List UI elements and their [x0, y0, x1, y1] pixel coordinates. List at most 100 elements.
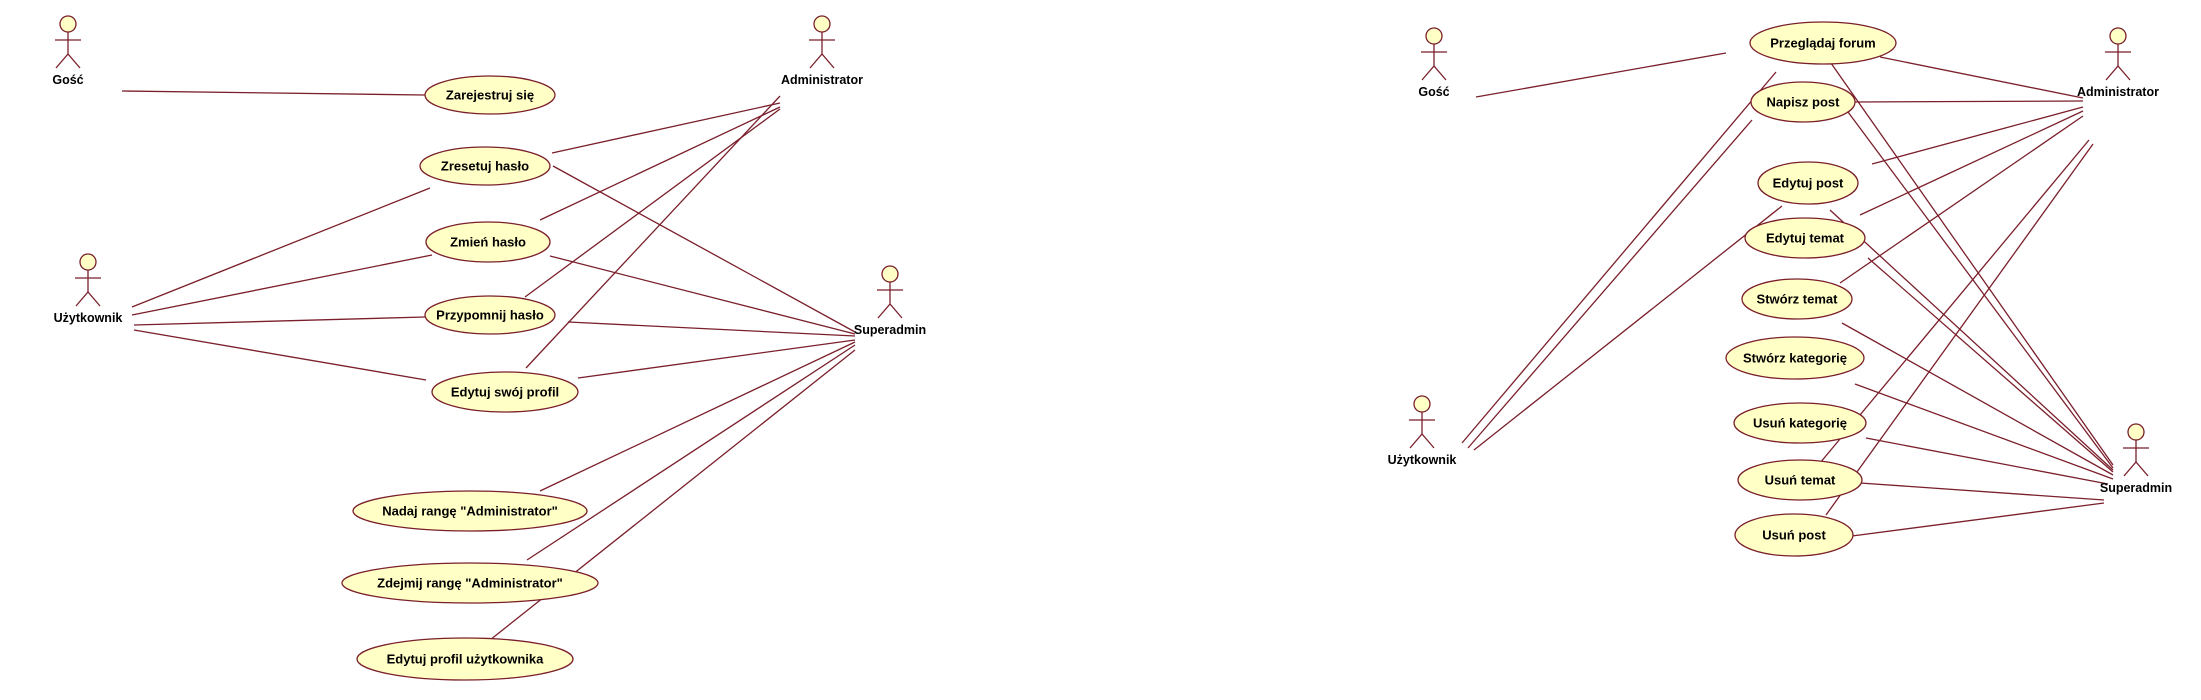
- use-case-edytuj-post[interactable]: Edytuj post: [1757, 161, 1859, 205]
- use-case-label: Edytuj swój profil: [451, 384, 559, 399]
- actor-body: [1409, 412, 1435, 449]
- actor-gosc[interactable]: Gość: [52, 15, 84, 87]
- association-line: [131, 187, 431, 308]
- actor-label: Superadmin: [2100, 481, 2172, 495]
- association-line: [525, 95, 781, 369]
- association-line: [1871, 106, 2084, 165]
- actor-body: [2123, 440, 2149, 477]
- association-line: [1859, 482, 2105, 501]
- association-line: [1851, 502, 2105, 537]
- use-case-ellipse[interactable]: [1737, 459, 1863, 501]
- actor-label: Gość: [52, 73, 83, 87]
- use-case-ellipse[interactable]: [1725, 336, 1865, 380]
- use-case-zmien-haslo[interactable]: Zmień hasło: [425, 221, 551, 263]
- association-line: [539, 106, 781, 221]
- association-line: [577, 339, 856, 379]
- association-line: [1841, 322, 2114, 476]
- actor-superadmin[interactable]: Superadmin: [854, 265, 926, 337]
- actor-body: [877, 282, 903, 319]
- use-case-ellipse[interactable]: [431, 371, 579, 413]
- use-case-ellipse[interactable]: [352, 490, 588, 532]
- use-case-ellipse[interactable]: [1757, 161, 1859, 205]
- actor-label: Administrator: [2077, 85, 2159, 99]
- use-case-ellipse[interactable]: [1734, 513, 1854, 557]
- use-case-usun-kategorie[interactable]: Usuń kategorię: [1733, 402, 1867, 444]
- actor-head: [79, 253, 97, 271]
- use-case-label: Edytuj post: [1773, 175, 1844, 190]
- use-case-label: Nadaj rangę "Administrator": [382, 503, 558, 518]
- use-case-label: Przeglądaj forum: [1770, 35, 1875, 50]
- actor-administrator[interactable]: Administrator: [781, 15, 863, 87]
- actor-body: [809, 32, 835, 69]
- use-case-label: Usuń post: [1762, 527, 1826, 542]
- use-case-ellipse[interactable]: [1741, 278, 1853, 320]
- association-line: [1867, 257, 2114, 473]
- association-line: [1847, 111, 2114, 469]
- use-case-nadaj-range-administrator[interactable]: Nadaj rangę "Administrator": [352, 490, 588, 532]
- use-case-zdejmij-range-administrator[interactable]: Zdejmij rangę "Administrator": [341, 562, 599, 604]
- actor-uzytkownik[interactable]: Użytkownik: [54, 253, 123, 325]
- use-case-label: Usuń temat: [1765, 472, 1836, 487]
- association-line: [121, 90, 426, 96]
- association-line: [567, 321, 856, 337]
- use-case-przegladaj-forum[interactable]: Przeglądaj forum: [1749, 21, 1897, 65]
- use-case-usun-post[interactable]: Usuń post: [1734, 513, 1854, 557]
- use-case-ellipse[interactable]: [1744, 217, 1866, 259]
- actor-head: [59, 15, 77, 33]
- association-line: [552, 165, 856, 333]
- use-case-label: Edytuj profil użytkownika: [387, 651, 545, 666]
- association-line: [133, 329, 427, 381]
- actor-superadmin[interactable]: Superadmin: [2100, 423, 2172, 495]
- association-line: [539, 341, 856, 492]
- use-case-label: Przypomnij hasło: [436, 307, 544, 322]
- actor-head: [2109, 27, 2127, 45]
- association-line: [1859, 110, 2084, 216]
- association-line: [526, 344, 856, 561]
- associations-layer: [121, 52, 2114, 641]
- actor-gosc[interactable]: Gość: [1418, 27, 1450, 99]
- use-case-ellipse[interactable]: [1733, 402, 1867, 444]
- use-case-edytuj-swoj-profil[interactable]: Edytuj swój profil: [431, 371, 579, 413]
- use-case-label: Zdejmij rangę "Administrator": [377, 575, 563, 590]
- use-case-ellipse[interactable]: [356, 637, 574, 681]
- actor-label: Użytkownik: [54, 311, 123, 325]
- association-line: [1854, 383, 2114, 480]
- use-case-edytuj-temat[interactable]: Edytuj temat: [1744, 217, 1866, 259]
- use-case-label: Stwórz temat: [1757, 291, 1839, 306]
- actor-head: [881, 265, 899, 283]
- use-case-ellipse[interactable]: [1750, 81, 1856, 123]
- use-case-zarejestruj-sie[interactable]: Zarejestruj się: [424, 75, 556, 115]
- use-case-usun-temat[interactable]: Usuń temat: [1737, 459, 1863, 501]
- association-line: [1461, 71, 1777, 444]
- use-case-ellipse[interactable]: [424, 75, 556, 115]
- use-case-zresetuj-haslo[interactable]: Zresetuj hasło: [419, 146, 551, 186]
- use-case-stworz-kategorie[interactable]: Stwórz kategorię: [1725, 336, 1865, 380]
- use-case-ellipse[interactable]: [425, 221, 551, 263]
- actor-body: [55, 32, 81, 69]
- actor-head: [813, 15, 831, 33]
- use-case-label: Napisz post: [1767, 94, 1841, 109]
- association-line: [131, 254, 433, 316]
- actor-uzytkownik[interactable]: Użytkownik: [1388, 395, 1457, 467]
- association-line: [1865, 437, 2109, 485]
- actor-label: Gość: [1418, 85, 1449, 99]
- actor-administrator[interactable]: Administrator: [2077, 27, 2159, 99]
- use-case-label: Stwórz kategorię: [1743, 350, 1847, 365]
- actor-body: [1421, 44, 1447, 81]
- use-case-label: Zarejestruj się: [446, 87, 534, 102]
- association-line: [1879, 56, 2084, 99]
- association-line: [1825, 55, 2114, 466]
- use-case-ellipse[interactable]: [424, 295, 556, 335]
- use-case-edytuj-profil-uzytkownika[interactable]: Edytuj profil użytkownika: [356, 637, 574, 681]
- use-case-ellipse[interactable]: [419, 146, 551, 186]
- association-line: [524, 108, 781, 298]
- use-case-ellipse[interactable]: [1749, 21, 1897, 65]
- association-line: [549, 255, 856, 335]
- use-case-ellipse[interactable]: [341, 562, 599, 604]
- actor-label: Superadmin: [854, 323, 926, 337]
- use-case-przypomnij-haslo[interactable]: Przypomnij hasło: [424, 295, 556, 335]
- use-case-stworz-temat[interactable]: Stwórz temat: [1741, 278, 1853, 320]
- use-case-napisz-post[interactable]: Napisz post: [1750, 81, 1856, 123]
